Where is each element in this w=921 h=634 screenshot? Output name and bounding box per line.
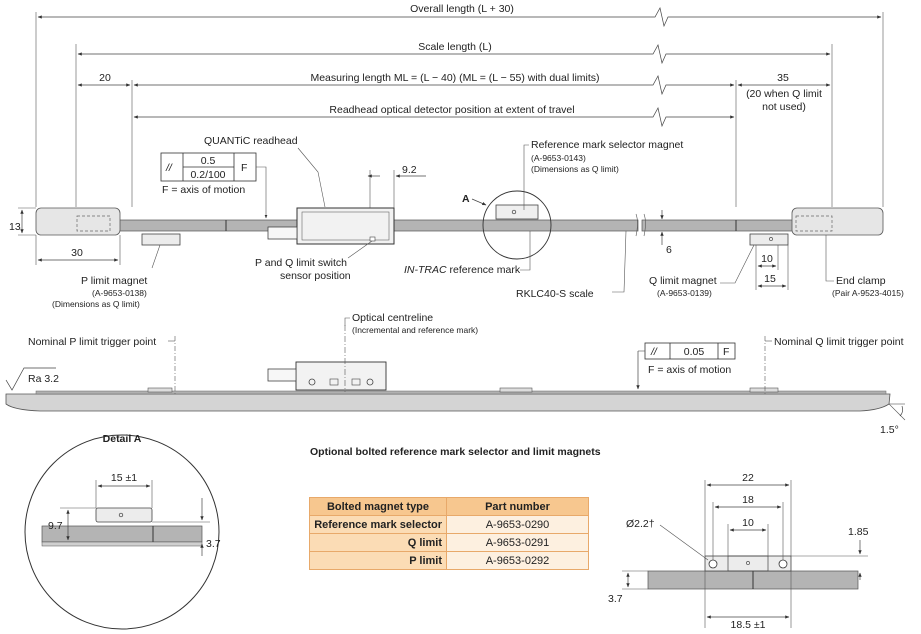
p-limit-magnet (141, 233, 181, 246)
detail-a-title: Detail A (103, 433, 142, 445)
overall-length-label: Overall length (L + 30) (410, 3, 514, 15)
tol-value-02: 0.2/100 (190, 169, 225, 181)
angle-label: 1.5° (880, 424, 899, 436)
table-row: Q limit A-9653-0291 (309, 533, 589, 552)
rklc-label: RKLC40-S scale (516, 288, 594, 300)
bolted-magnet (704, 555, 792, 572)
scale-length-label: Scale length (L) (418, 41, 492, 53)
side-tol-datum: F (723, 346, 729, 358)
top-dimensions: Overall length (L + 30) Scale length (L)… (35, 3, 884, 207)
end-clamp-label: End clamp (836, 275, 886, 287)
bolted-3-7: 3.7 (608, 593, 623, 605)
callout-a: A (462, 193, 470, 205)
side-tol-value: 0.05 (684, 346, 705, 358)
detail-a-9-7: 9.7 (48, 520, 63, 532)
tol-value-05: 0.5 (201, 155, 216, 167)
ref-selector-label: Reference mark selector magnet (531, 139, 683, 151)
tol-datum-f: F (241, 162, 247, 174)
ref-selector-pn: (A-9653-0143) (531, 153, 586, 163)
dim-6: 6 (666, 244, 672, 256)
table-header-row: Bolted magnet type Part number (309, 497, 589, 516)
optical-centreline-sub: (Incremental and reference mark) (352, 325, 478, 335)
bolted-18-5: 18.5 ±1 (731, 619, 766, 631)
mounting-surface (5, 393, 891, 412)
pq-switch-label-2: sensor position (280, 270, 351, 282)
table-cell-part: A-9653-0290 (446, 515, 589, 534)
axis-motion-top: F = axis of motion (162, 184, 245, 196)
intrac-label: IN-TRAC reference mark (404, 264, 521, 276)
nominal-p-label: Nominal P limit trigger point (28, 336, 156, 348)
dim-9-2: 9.2 (402, 164, 417, 176)
detail-a-3-7: 3.7 (206, 538, 221, 550)
end-clamp-right (791, 207, 884, 236)
bolted-magnet-view: 22 18 10 Ø2.2† 1.85 3.7 18.5 ±1 (608, 472, 869, 631)
readhead-travel-label: Readhead optical detector position at ex… (329, 104, 574, 116)
dim-35-note-1: (20 when Q limit (746, 88, 822, 100)
dim-15-q: 15 (764, 273, 776, 285)
bolted-22: 22 (742, 472, 754, 484)
p-limit-label: P limit magnet (81, 275, 147, 287)
detail-a: Detail A 15 ±1 9.7 3.7 (24, 433, 221, 630)
detail-a-15: 15 ±1 (111, 472, 137, 484)
detail-a-callout (482, 190, 552, 260)
table-header-type: Bolted magnet type (309, 497, 447, 516)
bolted-magnet-table: Bolted magnet type Part number Reference… (309, 497, 589, 570)
dim-10-q: 10 (761, 253, 773, 265)
ra-label: Ra 3.2 (28, 373, 59, 385)
bolted-18: 18 (742, 494, 754, 506)
detail-a-magnet (95, 507, 153, 523)
ref-selector-dim: (Dimensions as Q limit) (531, 164, 619, 174)
measuring-length-label: Measuring length ML = (L − 40) (ML = (L … (310, 72, 599, 84)
side-axis-motion: F = axis of motion (648, 364, 731, 376)
bolted-hole: Ø2.2† (626, 518, 655, 530)
q-limit-pn: (A-9653-0139) (657, 288, 712, 298)
side-view: Optical centreline (Incremental and refe… (5, 312, 906, 436)
q-limit-magnet (749, 233, 789, 246)
dim-30: 30 (71, 247, 83, 259)
dim-20: 20 (99, 72, 111, 84)
side-tol-symbol: // (650, 346, 658, 358)
end-clamp-pn: (Pair A-9523-4015) (832, 288, 904, 298)
ref-selector-magnet (495, 204, 539, 220)
pq-switch-label-1: P and Q limit switch (255, 257, 347, 269)
nominal-q-label: Nominal Q limit trigger point (774, 336, 904, 348)
optical-centreline-label: Optical centreline (352, 312, 433, 324)
dim-35: 35 (777, 72, 789, 84)
table-cell-part: A-9653-0292 (446, 551, 589, 570)
tol-parallel-symbol: // (165, 162, 173, 174)
table-row: Reference mark selector A-9653-0290 (309, 515, 589, 534)
table-header-part: Part number (446, 497, 589, 516)
quantic-readhead (296, 207, 395, 245)
plan-view: 13 30 9.2 QUANTiC readhead // 0.5 0.2/10… (9, 135, 904, 309)
dim-35-note-2: not used) (762, 101, 806, 113)
p-limit-dim: (Dimensions as Q limit) (52, 299, 140, 309)
table-cell-type: Reference mark selector (309, 515, 447, 534)
readhead-side (295, 361, 387, 391)
bolted-1-85: 1.85 (848, 526, 869, 538)
end-clamp-left (35, 207, 121, 236)
bolted-10: 10 (742, 517, 754, 529)
table-cell-type: P limit (309, 551, 447, 570)
scale-body-right (641, 219, 795, 232)
p-limit-pn: (A-9653-0138) (92, 288, 147, 298)
table-cell-part: A-9653-0291 (446, 533, 589, 552)
optional-title: Optional bolted reference mark selector … (310, 446, 601, 458)
q-limit-label: Q limit magnet (649, 275, 717, 287)
dim-13: 13 (9, 221, 21, 233)
table-cell-type: Q limit (309, 533, 447, 552)
quantic-label: QUANTiC readhead (204, 135, 298, 147)
table-row: P limit A-9653-0292 (309, 551, 589, 570)
